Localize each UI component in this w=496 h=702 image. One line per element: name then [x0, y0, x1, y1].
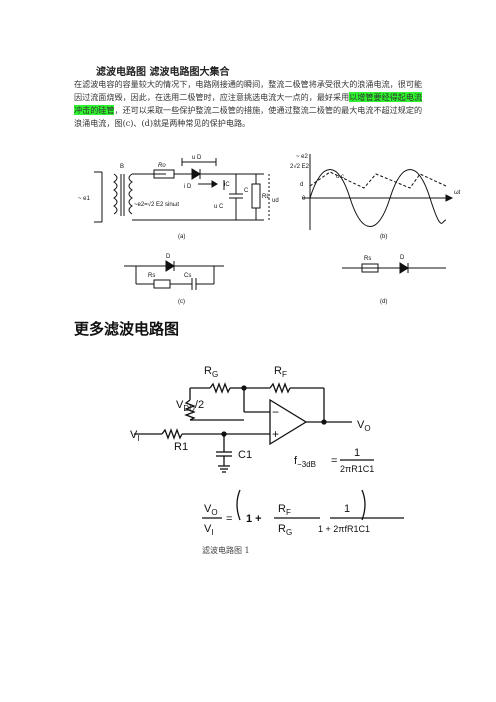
para-text-2: ，还可以采取一些保护整流二极管的措施，使通过整流二极管的最大电流不超过规定的浪涌… [74, 105, 423, 128]
caption-b: (b) [380, 234, 387, 240]
label-uC: u C [214, 204, 224, 210]
f3db-denominator: 2πR1C1 [340, 464, 374, 474]
figure-caption: 滤波电路图 1 [202, 546, 250, 555]
caption-d: (d) [380, 299, 387, 305]
label-b-uc: u c [336, 174, 344, 180]
label-b-d: d [300, 182, 303, 188]
label-Rs: Rs [148, 273, 155, 279]
f3db-numerator: 1 [354, 447, 360, 459]
formula-den2: 1 + 2πfR1C1 [318, 524, 370, 534]
label-Cs: Cs [184, 273, 191, 279]
label-ud: ud [272, 198, 279, 204]
label-Rs2: Rs [364, 256, 371, 262]
label-b-e2: ~ e2 [296, 154, 309, 160]
section-heading-more: 更多滤波电路图 [74, 320, 180, 338]
formula-num2: 1 [344, 503, 350, 515]
rectifier-figure: B Ro u D i D iC C u C RL ud ~ e1 ~e2=√2 … [78, 154, 461, 305]
label-Ro: Ro [158, 163, 166, 169]
label-b-wt: ωt [454, 190, 461, 196]
label-B: B [120, 164, 124, 170]
f3db-equals: = [331, 455, 337, 467]
label-RG: RG [204, 365, 218, 379]
label-iC: iC [224, 182, 230, 188]
label-D2: D [400, 255, 405, 261]
formula-one-plus: 1 + [246, 513, 262, 525]
label-R1: R1 [174, 441, 188, 453]
label-D: D [166, 254, 171, 260]
lowpass-filter-figure: RG RF VDD/2 VI R1 C1 VO − + f−3dB = 1 2π… [130, 365, 404, 537]
label-e2: ~e2=√2 E2 sinωt [134, 201, 179, 208]
label-VO: VO [357, 419, 371, 433]
formula-equals: = [226, 513, 232, 525]
label-iD: i D [184, 184, 192, 190]
caption-c: (c) [178, 299, 185, 305]
label-b-0: 0 [302, 196, 306, 202]
label-e1: ~ e1 [78, 196, 91, 202]
formula-vo: VO [204, 503, 218, 517]
label-VI: VI [130, 429, 140, 443]
formula-vi: VI [204, 523, 214, 537]
label-VDD: VDD/2 [176, 399, 204, 413]
label-RF: RF [274, 365, 287, 379]
label-f3db: f−3dB [294, 455, 316, 469]
body-paragraph: 在滤波电容的容量较大的情况下，电路刚接通的瞬间，整流二极管将承受很大的浪涌电流，… [74, 78, 430, 130]
label-RL: RL [262, 194, 270, 200]
caption-a: (a) [178, 234, 185, 240]
opamp-plus: + [272, 427, 279, 441]
label-C: C [244, 188, 249, 194]
label-uD: u D [192, 155, 202, 161]
formula-rf: RF [278, 503, 291, 517]
section-heading: 滤波电路图 滤波电路图大集合 [96, 67, 230, 78]
label-C1: C1 [238, 449, 252, 461]
para-text-1: 在滤波电容的容量较大的情况下，电路刚接通的瞬间，整流二极管将承受很大的浪涌电流，… [74, 79, 423, 102]
formula-rg: RG [278, 523, 292, 537]
label-b-2e2: 2√2 E2 [290, 163, 310, 170]
opamp-minus: − [272, 405, 279, 419]
